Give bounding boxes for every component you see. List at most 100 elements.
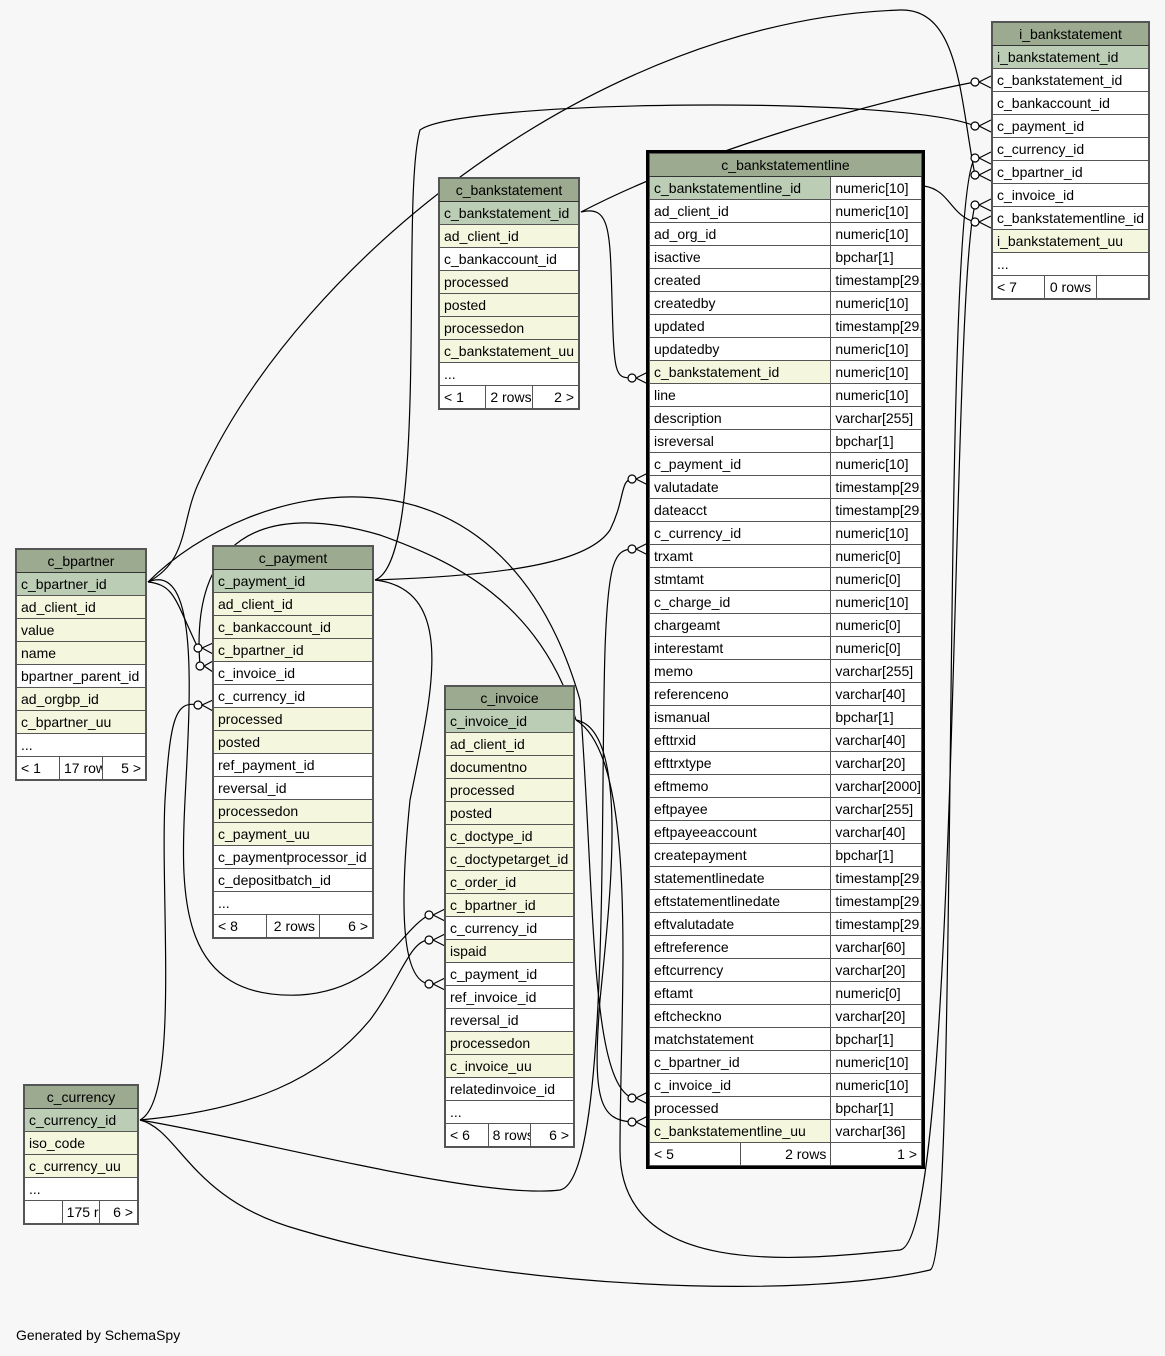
column-name[interactable]: eftvalutadate [648, 912, 832, 936]
column-name[interactable]: iso_code [24, 1131, 138, 1155]
column-name[interactable]: eftmemo [648, 774, 832, 798]
column-name[interactable]: c_bpartner_id [16, 572, 146, 596]
column-name[interactable]: stmtamt [648, 567, 832, 591]
column-name[interactable]: posted [445, 801, 574, 825]
column-row[interactable]: ispaid [445, 939, 574, 963]
column-row[interactable]: ad_orgbp_id [16, 687, 146, 711]
column-row[interactable]: posted [213, 730, 373, 754]
column-name[interactable]: ad_client_id [445, 732, 574, 756]
column-name[interactable]: c_invoice_id [648, 1073, 832, 1097]
column-name[interactable]: memo [648, 659, 832, 683]
column-name[interactable]: c_invoice_uu [445, 1054, 574, 1078]
column-row[interactable]: bpartner_parent_id [16, 664, 146, 688]
column-row[interactable]: c_bankstatement_uu [439, 339, 579, 363]
column-name[interactable]: ad_client_id [213, 592, 373, 616]
column-name[interactable]: ad_org_id [648, 222, 832, 246]
column-row[interactable]: ref_invoice_id [445, 985, 574, 1009]
column-name[interactable]: c_invoice_id [213, 661, 373, 685]
column-row[interactable]: c_currency_uu [24, 1154, 138, 1178]
column-name[interactable]: processedon [445, 1031, 574, 1055]
column-name[interactable]: efttrxid [648, 728, 832, 752]
column-name[interactable]: posted [213, 730, 373, 754]
column-row[interactable]: c_bankstatement_id [992, 68, 1149, 92]
column-row[interactable]: c_currency_id [213, 684, 373, 708]
column-name[interactable]: c_invoice_id [992, 183, 1149, 207]
children-count[interactable]: 6 > [99, 1200, 138, 1224]
column-row[interactable]: ref_payment_id [213, 753, 373, 777]
column-row[interactable]: processedon [445, 1031, 574, 1055]
column-row[interactable]: c_invoice_id [213, 661, 373, 685]
children-count[interactable]: 5 > [102, 756, 146, 780]
column-name[interactable]: c_paymentprocessor_id [213, 845, 373, 869]
column-name[interactable]: posted [439, 293, 579, 317]
column-name[interactable]: c_bankstatementline_id [992, 206, 1149, 230]
column-name[interactable]: c_depositbatch_id [213, 868, 373, 892]
column-name[interactable]: reversal_id [213, 776, 373, 800]
column-row[interactable]: c_bpartner_id [992, 160, 1149, 184]
column-row[interactable]: value [16, 618, 146, 642]
parents-count[interactable]: < 1 [438, 385, 487, 409]
column-row[interactable]: c_bankstatement_id [439, 201, 579, 225]
column-name[interactable]: eftstatementlinedate [648, 889, 832, 913]
column-name[interactable]: ref_invoice_id [445, 985, 574, 1009]
column-name[interactable]: c_bankstatement_id [992, 68, 1149, 92]
column-name[interactable]: c_bpartner_id [213, 638, 373, 662]
column-name[interactable]: value [16, 618, 146, 642]
column-name[interactable]: c_payment_id [445, 962, 574, 986]
table-title[interactable]: c_payment [213, 546, 373, 570]
table-title[interactable]: c_bankstatement [439, 178, 579, 202]
column-name[interactable]: c_bpartner_id [445, 893, 574, 917]
column-name[interactable]: i_bankstatement_id [992, 45, 1149, 69]
column-name[interactable]: processed [445, 778, 574, 802]
column-row[interactable]: c_payment_uu [213, 822, 373, 846]
column-row[interactable]: relatedinvoice_id [445, 1077, 574, 1101]
column-name[interactable]: bpartner_parent_id [16, 664, 146, 688]
column-name[interactable]: c_order_id [445, 870, 574, 894]
column-row[interactable]: c_bankaccount_id [213, 615, 373, 639]
column-name[interactable]: relatedinvoice_id [445, 1077, 574, 1101]
column-row[interactable]: iso_code [24, 1131, 138, 1155]
column-name[interactable]: c_bankaccount_id [439, 247, 579, 271]
column-name[interactable]: updatedby [648, 337, 832, 361]
table-title[interactable]: i_bankstatement [992, 22, 1149, 46]
column-row[interactable]: c_paymentprocessor_id [213, 845, 373, 869]
table-c-bankstatementline[interactable]: c_bankstatementline c_bankstatementline_… [646, 150, 925, 1169]
column-name[interactable]: c_payment_id [648, 452, 832, 476]
column-row[interactable]: c_invoice_uu [445, 1054, 574, 1078]
column-name[interactable]: eftcheckno [648, 1004, 832, 1028]
column-row[interactable]: c_depositbatch_id [213, 868, 373, 892]
column-name[interactable]: efttrxtype [648, 751, 832, 775]
column-row[interactable]: c_bpartner_id [16, 572, 146, 596]
column-row[interactable]: processed [213, 707, 373, 731]
column-name[interactable]: c_doctypetarget_id [445, 847, 574, 871]
column-name[interactable]: ad_orgbp_id [16, 687, 146, 711]
column-name[interactable]: processedon [213, 799, 373, 823]
column-row[interactable]: posted [439, 293, 579, 317]
column-name[interactable]: c_payment_id [992, 114, 1149, 138]
column-name[interactable]: processedon [439, 316, 579, 340]
column-row[interactable]: i_bankstatement_uu [992, 229, 1149, 253]
parents-count[interactable]: < 5 [649, 1142, 741, 1166]
column-name[interactable]: c_currency_id [24, 1108, 138, 1132]
table-title[interactable]: c_currency [24, 1085, 138, 1109]
